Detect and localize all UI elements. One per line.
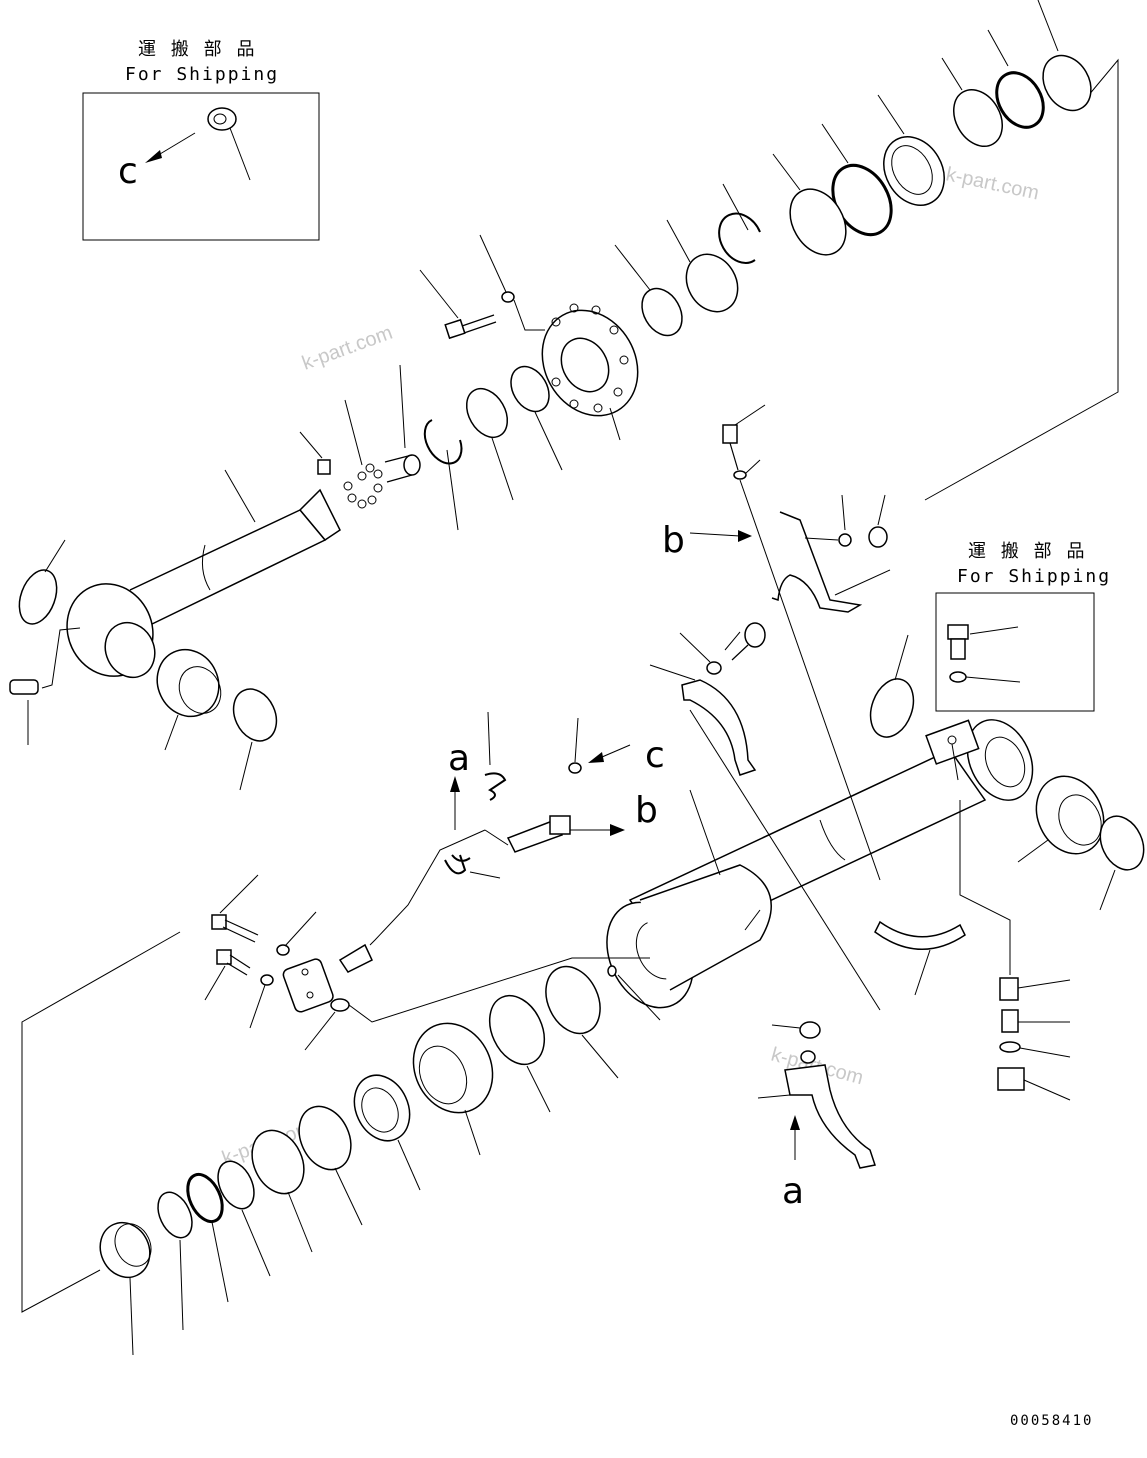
dust-seal-left — [18, 539, 66, 625]
drawing-number: 00058410 — [1010, 1413, 1093, 1429]
bushing-left — [156, 648, 278, 791]
shipping-title-jp: 運 搬 部 品 — [968, 541, 1087, 562]
bolt-part — [419, 269, 497, 340]
seal-ring-series-bottom — [99, 965, 661, 1356]
shipping-box-right: 運 搬 部 品 For Shipping — [935, 541, 1111, 712]
cylinder-head-part — [541, 303, 639, 441]
o-ring-part — [949, 671, 967, 683]
shipping-box-frame — [935, 592, 1095, 712]
grease-nipple-part — [9, 627, 81, 745]
callout-c-box: c — [118, 151, 138, 192]
arrow-head-icon — [610, 824, 625, 836]
callout-c-mid: c — [645, 735, 665, 776]
reference-line — [924, 58, 1119, 501]
piston-nut-part — [384, 364, 421, 483]
seal-ring-series-top — [614, 0, 1092, 337]
shipping-box-frame — [82, 92, 320, 241]
shipping-title-en: For Shipping — [125, 64, 279, 85]
callout-b-mid: b — [635, 790, 658, 831]
valve-stack-part — [959, 800, 1071, 1101]
nut-part — [207, 107, 237, 131]
pin-part — [317, 459, 331, 475]
bolts-flange-part — [204, 874, 317, 1029]
watermark: k-part.com — [299, 322, 395, 375]
clamp-bottom-part — [757, 1021, 876, 1169]
ring-series-rod — [423, 365, 563, 531]
callout-b-top: b — [662, 520, 685, 561]
plug-part — [947, 624, 969, 660]
shipping-box-top-left: 運 搬 部 品 For Shipping c — [82, 39, 320, 241]
dust-seal-right — [869, 634, 915, 738]
shipping-title-en: For Shipping — [957, 566, 1111, 587]
reference-line — [21, 931, 181, 1313]
arrow-head-icon — [450, 776, 460, 792]
arrow-icon — [689, 532, 741, 537]
arrow-head-icon — [588, 752, 604, 763]
arrow-head-icon — [738, 530, 752, 542]
clamp-mid-part — [649, 622, 881, 1011]
watermark: k-part.com — [944, 163, 1041, 204]
bushing-right — [1017, 775, 1145, 911]
washer-part — [501, 291, 515, 303]
callout-a-bottom: a — [782, 1171, 804, 1212]
piston-part — [606, 789, 772, 1009]
arrow-head-icon — [790, 1115, 800, 1130]
piston-rod-part — [66, 469, 341, 679]
pipe-assembly-part — [282, 711, 650, 1051]
leader-line — [229, 127, 251, 181]
shipping-title-jp: 運 搬 部 品 — [138, 39, 257, 60]
clamp-right-part — [874, 920, 966, 996]
ball-bearings-part — [343, 399, 383, 509]
clamp-top-part — [722, 404, 891, 881]
callout-a-left: a — [448, 738, 470, 779]
arrow-head-icon — [145, 150, 162, 163]
